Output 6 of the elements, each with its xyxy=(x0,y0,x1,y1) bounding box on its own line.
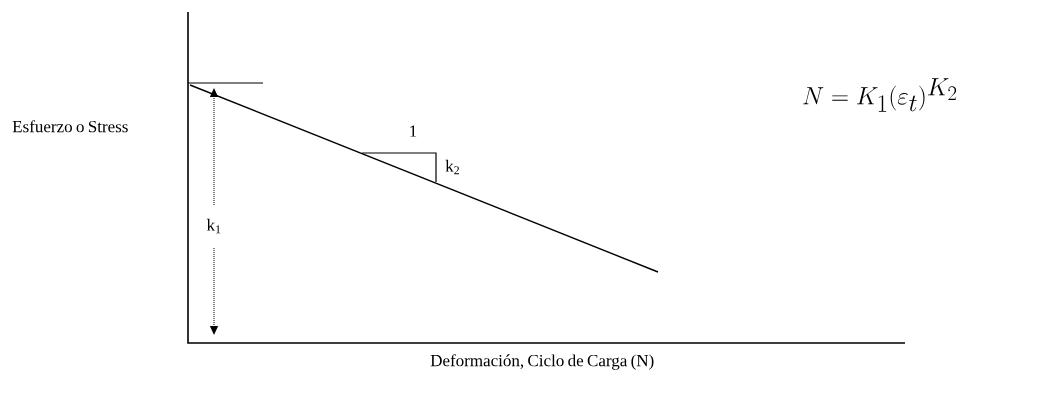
slope-label: k$_{2}$ xyxy=(445,159,459,175)
axis-label: Esfuerzo o Stress xyxy=(12,120,128,133)
slope-label: 1 xyxy=(410,125,417,137)
axis-label: Deformación, Ciclo de Carga (N) xyxy=(430,354,654,370)
formula: $N = K_1(\varepsilon_t)^{K_2}$ xyxy=(803,78,957,112)
dimension-label: k$_{1}$ xyxy=(206,218,221,234)
